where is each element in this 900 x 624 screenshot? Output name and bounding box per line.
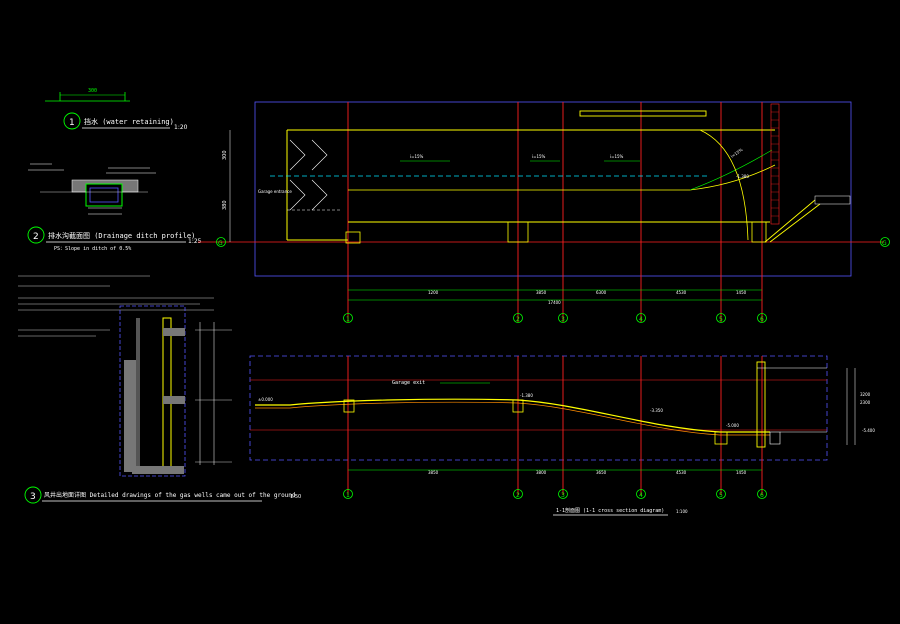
section-dim-4: 4530 (676, 470, 687, 475)
section-axis-5: 5 (719, 492, 723, 499)
section-axis-2: 2 (516, 492, 520, 499)
section-label-level-3: -5.000 (726, 423, 739, 428)
detail-2-drainage-ditch: 2 排水沟截面图 (Drainage ditch profile) 1:25 P… (27, 163, 202, 252)
plan-top-dim-1: 300 (222, 150, 228, 160)
detail-1-num: 1 (69, 118, 75, 128)
detail-1-marker (63, 112, 81, 130)
detail-1-dim: 300 (88, 88, 97, 94)
plan-axis-4: 4 (639, 316, 643, 323)
section-label-level-1: -1.380 (520, 393, 533, 398)
section-axis-1: 1 (346, 492, 350, 499)
plan-axis-right: G (882, 240, 887, 247)
section-axis-3: 3 (561, 492, 565, 499)
section-title-scale: 1:100 (676, 509, 688, 514)
plan-axis-5: 5 (719, 316, 723, 323)
detail-2-scale: 1:25 (188, 238, 202, 245)
plan-top-dim-2: 380 (222, 200, 228, 210)
plan-dim-4: 4530 (676, 290, 687, 295)
section-dim-2: 3800 (536, 470, 547, 475)
plan-axis-3: 3 (561, 316, 565, 323)
detail-3-scale: 1:50 (290, 494, 301, 500)
section-view: Garage exit ±0.000 -1.380 -3.350 -5.000 … (249, 355, 875, 516)
section-title: 1-1剖面图 (1-1 cross section diagram) (556, 507, 664, 514)
plan-label-entrance: Garage entrance (258, 189, 292, 194)
section-label-level-2: -3.350 (650, 408, 663, 413)
plan-axis-2: 2 (516, 316, 520, 323)
section-right-dim-3: -5.400 (862, 428, 875, 433)
detail-3-num: 3 (30, 492, 36, 502)
section-dim-3: 3650 (596, 470, 607, 475)
detail-2-title: 排水沟截面图 (Drainage ditch profile) (48, 231, 195, 240)
plan-view: G G (198, 101, 890, 323)
plan-label-slope-4: i=15% (730, 147, 744, 159)
plan-frame (254, 101, 852, 277)
section-right-dim-1: 2300 (860, 400, 871, 405)
section-dim-1: 3850 (428, 470, 439, 475)
plan-dim-3: 6300 (596, 290, 607, 295)
detail-3-gas-well: 3 风井出地面详图 Detailed drawings of the gas w… (18, 275, 301, 504)
plan-label-level: -1.380 (736, 174, 749, 179)
plan-label-slope-3: i=15% (610, 154, 624, 159)
section-dim-5: 1450 (736, 470, 747, 475)
plan-dim-total: 17400 (548, 300, 561, 305)
plan-dim-5: 1450 (736, 290, 747, 295)
detail-1-title: 挡水 (water retaining) (84, 117, 174, 126)
section-axis-4: 4 (639, 492, 643, 499)
section-label-zero: ±0.000 (258, 397, 273, 402)
plan-dim-2: 3850 (536, 290, 547, 295)
plan-axis-6: 6 (760, 316, 764, 323)
detail-2-note: PS：Slope in ditch of 0.5% (54, 246, 131, 252)
plan-axis-left: G (218, 240, 223, 247)
plan-axis-1: 1 (346, 316, 350, 323)
section-label-exit: Garage exit (392, 380, 425, 386)
detail-1-water-retaining: 300 1 挡水 (water retaining) 1:20 (45, 88, 188, 131)
detail-2-marker (27, 226, 45, 244)
section-axis-6: 6 (760, 492, 764, 499)
section-right-dim-2: 3200 (860, 392, 871, 397)
plan-dim-1: 1200 (428, 290, 439, 295)
detail-3-marker (24, 486, 42, 504)
plan-label-slope-1: i=15% (410, 154, 424, 159)
detail-3-title: 风井出地面详图 Detailed drawings of the gas wel… (44, 491, 296, 499)
plan-label-slope-2: i=15% (532, 154, 546, 159)
section-frame (249, 355, 828, 461)
detail-1-scale: 1:20 (174, 124, 188, 131)
detail-2-num: 2 (33, 232, 39, 242)
